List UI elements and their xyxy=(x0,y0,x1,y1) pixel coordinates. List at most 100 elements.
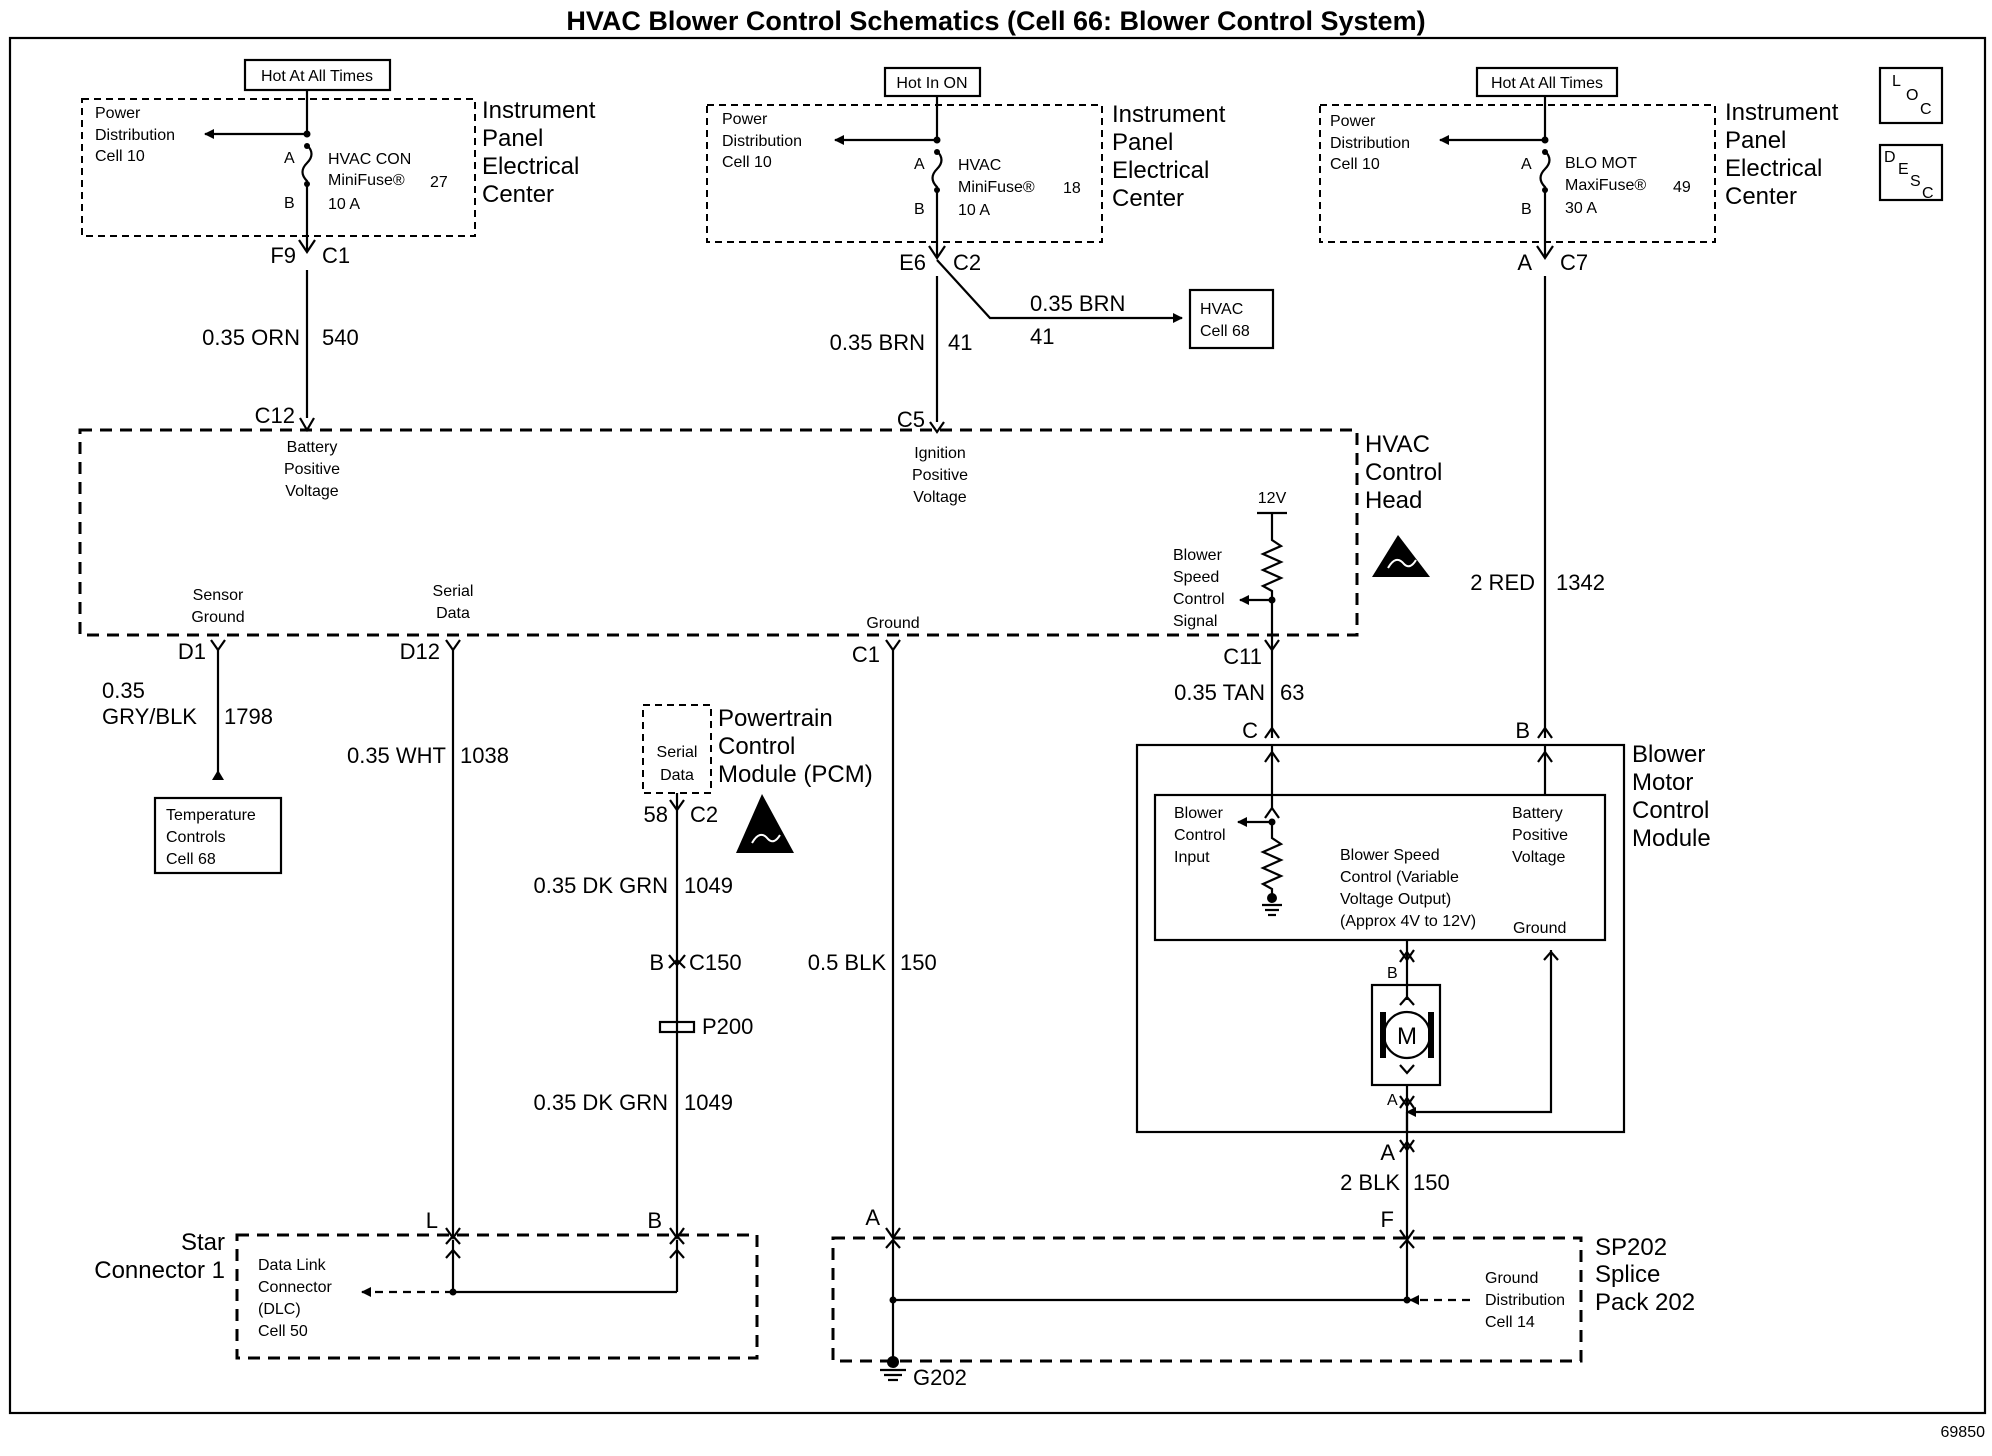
svg-text:Ground: Ground xyxy=(866,615,919,632)
svg-text:Panel: Panel xyxy=(482,125,543,152)
svg-text:0.35: 0.35 xyxy=(102,678,145,703)
blower-module-label: Blower xyxy=(1632,741,1705,768)
svg-text:Serial: Serial xyxy=(433,583,474,600)
svg-text:41: 41 xyxy=(948,330,972,355)
svg-text:A: A xyxy=(1387,1092,1398,1109)
svg-text:1798: 1798 xyxy=(224,704,273,729)
svg-text:Connector: Connector xyxy=(258,1279,332,1296)
star-connector-1: Star Connector 1 L B Data Link Connector… xyxy=(94,1208,759,1360)
supply-hot-in-on xyxy=(883,66,982,98)
svg-text:Temperature: Temperature xyxy=(166,807,256,824)
svg-text:Connector 1: Connector 1 xyxy=(94,1257,225,1284)
svg-text:MiniFuse®: MiniFuse® xyxy=(328,172,405,189)
svg-text:18: 18 xyxy=(1063,180,1081,197)
svg-text:0.35 ORN: 0.35 ORN xyxy=(202,325,300,350)
svg-text:Cell 68: Cell 68 xyxy=(166,851,216,868)
hvac-control-head: C12 C5 Battery Positive Voltage Ignition… xyxy=(78,403,1442,669)
svg-text:540: 540 xyxy=(322,325,359,350)
svg-text:63: 63 xyxy=(1280,680,1304,705)
svg-text:Controls: Controls xyxy=(166,829,226,846)
svg-text:B: B xyxy=(647,1208,662,1233)
svg-text:Module: Module xyxy=(1632,825,1711,852)
svg-text:Distribution: Distribution xyxy=(1485,1292,1565,1309)
svg-text:A: A xyxy=(284,150,295,167)
supply-label: Hot In ON xyxy=(896,75,967,92)
ipec-label-2: Instrument xyxy=(1112,101,1226,128)
svg-text:0.5 BLK: 0.5 BLK xyxy=(808,950,887,975)
fuse-hvac-con: Hot At All Times Power Distribution Cell… xyxy=(81,58,596,268)
svg-text:B: B xyxy=(914,201,925,218)
diagram-frame xyxy=(8,36,1987,1415)
svg-text:150: 150 xyxy=(1413,1170,1450,1195)
svg-text:Distribution: Distribution xyxy=(95,127,175,144)
svg-text:Voltage: Voltage xyxy=(913,489,966,506)
svg-text:Center: Center xyxy=(1725,183,1797,210)
svg-text:Ground: Ground xyxy=(191,609,244,626)
svg-text:Power: Power xyxy=(1330,113,1376,130)
pcm-module: Serial Data Powertrain Control Module (P… xyxy=(642,704,873,853)
svg-text:10 A: 10 A xyxy=(958,202,990,219)
pullup-resistor xyxy=(1260,513,1284,648)
svg-text:B: B xyxy=(1387,965,1398,982)
svg-text:C: C xyxy=(1920,101,1932,118)
svg-text:30 A: 30 A xyxy=(1565,200,1597,217)
svg-text:Electrical: Electrical xyxy=(1725,155,1822,182)
svg-text:Distribution: Distribution xyxy=(722,133,802,150)
svg-text:Center: Center xyxy=(1112,185,1184,212)
svg-text:Control: Control xyxy=(1365,459,1442,486)
splice-pack-label: SP202 xyxy=(1595,1234,1667,1261)
supply-label: Hot At All Times xyxy=(261,68,373,85)
svg-text:L: L xyxy=(1892,73,1901,90)
hvac-cell-68-ref[interactable] xyxy=(1188,288,1275,350)
svg-text:C: C xyxy=(1922,185,1934,202)
svg-text:A: A xyxy=(1521,156,1532,173)
supply-hot-at-all-times-1 xyxy=(243,58,392,92)
svg-text:Motor: Motor xyxy=(1632,769,1693,796)
control-head-label: HVAC xyxy=(1365,431,1430,458)
p200-connector xyxy=(658,1020,696,1034)
desc-badge[interactable]: D E S C xyxy=(1878,143,1944,202)
svg-text:Ignition: Ignition xyxy=(914,445,966,462)
fuse-element-1 xyxy=(301,144,313,252)
svg-text:HVAC: HVAC xyxy=(958,157,1001,174)
splice-pack-202: SP202 Splice Pack 202 A F Ground Distrib… xyxy=(831,1205,1695,1390)
svg-text:Blower: Blower xyxy=(1173,547,1223,564)
svg-text:41: 41 xyxy=(1030,324,1054,349)
page-title: HVAC Blower Control Schematics (Cell 66:… xyxy=(566,6,1425,36)
svg-text:Distribution: Distribution xyxy=(1330,135,1410,152)
loc-badge[interactable]: L O C xyxy=(1878,66,1944,125)
svg-text:Power: Power xyxy=(722,111,768,128)
svg-text:G202: G202 xyxy=(913,1365,967,1390)
svg-text:Pack 202: Pack 202 xyxy=(1595,1289,1695,1316)
svg-text:A: A xyxy=(865,1205,880,1230)
svg-text:Power: Power xyxy=(95,105,141,122)
svg-text:Cell 50: Cell 50 xyxy=(258,1323,308,1340)
supply-hot-at-all-times-2 xyxy=(1475,66,1619,98)
svg-text:C5: C5 xyxy=(897,407,925,432)
svg-text:B: B xyxy=(1521,201,1532,218)
svg-text:Control: Control xyxy=(1173,591,1225,608)
svg-text:0.35 DK GRN: 0.35 DK GRN xyxy=(534,1090,669,1115)
svg-text:Speed: Speed xyxy=(1173,569,1219,586)
svg-text:2 RED: 2 RED xyxy=(1470,570,1535,595)
svg-text:C2: C2 xyxy=(690,802,718,827)
svg-text:L: L xyxy=(426,1208,438,1233)
svg-text:C: C xyxy=(1242,718,1258,743)
svg-text:Control: Control xyxy=(718,733,795,760)
temperature-controls-ref[interactable] xyxy=(153,796,283,875)
svg-text:B: B xyxy=(284,195,295,212)
svg-text:Blower Speed: Blower Speed xyxy=(1340,847,1440,864)
svg-text:0.35 DK GRN: 0.35 DK GRN xyxy=(534,873,669,898)
svg-text:(DLC): (DLC) xyxy=(258,1301,301,1318)
wire-41-branch xyxy=(936,259,1183,323)
svg-text:C7: C7 xyxy=(1560,250,1588,275)
svg-text:(Approx 4V to 12V): (Approx 4V to 12V) xyxy=(1340,913,1476,930)
svg-text:Voltage Output): Voltage Output) xyxy=(1340,891,1451,908)
svg-text:27: 27 xyxy=(430,174,448,191)
pcm-label: Powertrain xyxy=(718,705,833,732)
svg-text:0.35 TAN: 0.35 TAN xyxy=(1174,680,1265,705)
svg-text:B: B xyxy=(1515,718,1530,743)
svg-text:Module (PCM): Module (PCM) xyxy=(718,761,873,788)
svg-text:Voltage: Voltage xyxy=(1512,849,1565,866)
svg-text:A: A xyxy=(1517,250,1532,275)
